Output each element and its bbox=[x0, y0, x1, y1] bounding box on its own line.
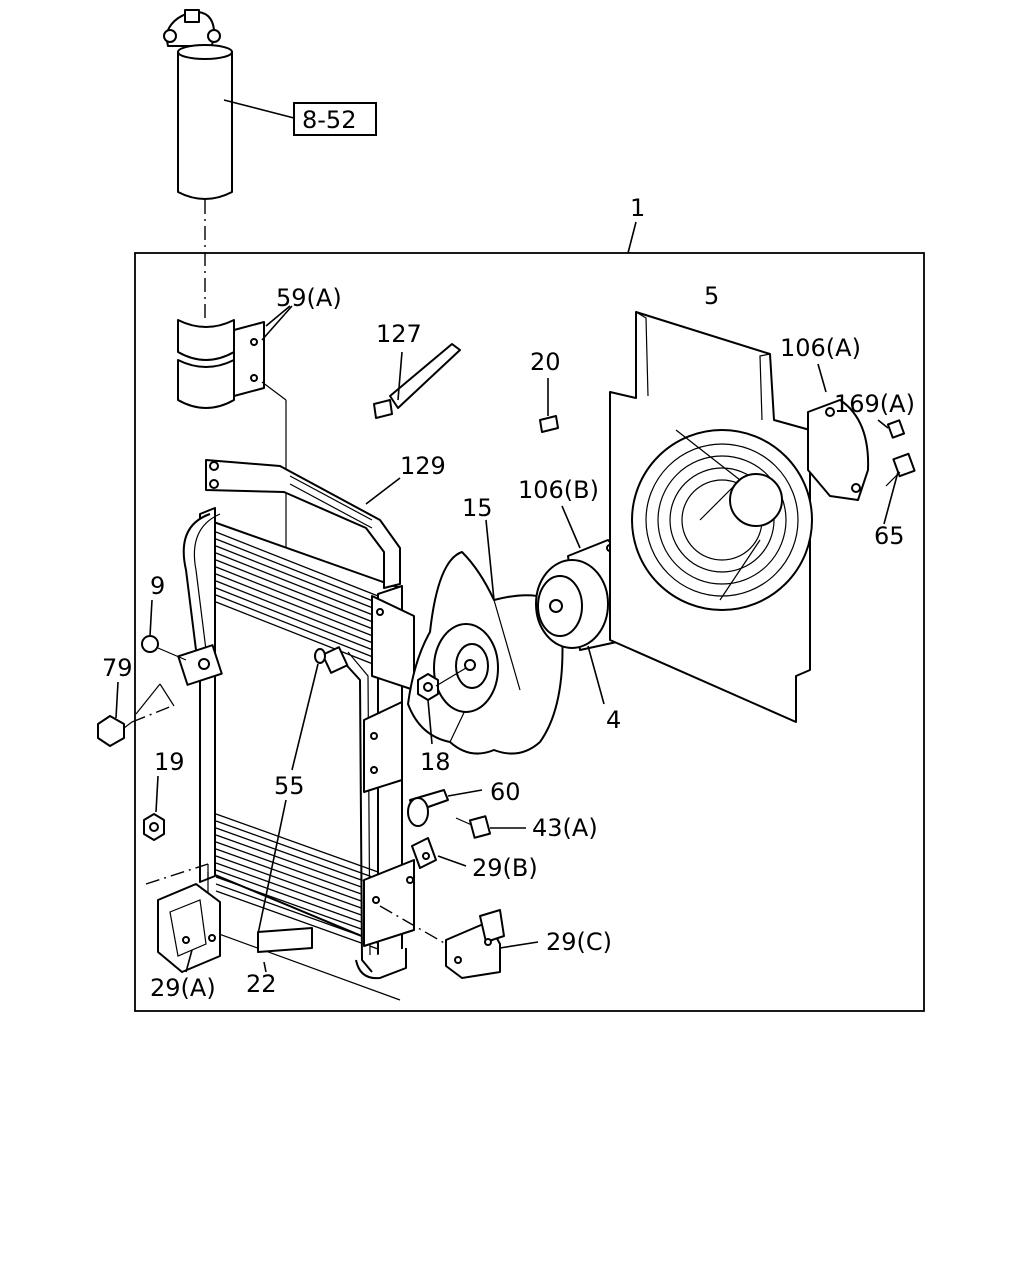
callout-29a: 29(A) bbox=[150, 974, 216, 1002]
clip-29c bbox=[445, 909, 505, 979]
callout-129: 129 bbox=[400, 452, 446, 480]
callout-55: 55 bbox=[274, 772, 305, 800]
side-brackets bbox=[363, 595, 415, 947]
callout-59a: 59(A) bbox=[276, 284, 342, 312]
callout-169a: 169(A) bbox=[834, 390, 915, 418]
receiver-drier bbox=[163, 9, 233, 200]
reference-box bbox=[293, 102, 377, 136]
upper-bracket bbox=[205, 459, 401, 589]
callout-60: 60 bbox=[490, 778, 521, 806]
fan-shroud bbox=[609, 311, 813, 723]
tie-strap bbox=[373, 343, 461, 419]
callout-18: 18 bbox=[420, 748, 451, 776]
ref-label-8-52: 8-52 bbox=[302, 106, 356, 134]
clip bbox=[539, 415, 559, 433]
assembly-frame bbox=[134, 252, 925, 1012]
callout-22: 22 bbox=[246, 970, 277, 998]
shroud-bracket bbox=[807, 399, 870, 501]
nut-19 bbox=[143, 813, 165, 841]
bolt bbox=[885, 452, 916, 487]
callout-5: 5 bbox=[704, 282, 719, 310]
fan bbox=[407, 551, 564, 755]
callout-106a: 106(A) bbox=[780, 334, 861, 362]
callout-106b: 106(B) bbox=[518, 476, 599, 504]
screw bbox=[886, 419, 906, 439]
drier-bracket bbox=[177, 319, 265, 409]
condenser bbox=[199, 507, 407, 1001]
bolt-43a bbox=[455, 815, 492, 839]
callout-29b: 29(B) bbox=[472, 854, 538, 882]
callout-9: 9 bbox=[150, 572, 165, 600]
callout-29c: 29(C) bbox=[546, 928, 612, 956]
callout-79: 79 bbox=[102, 654, 133, 682]
clip-29b bbox=[411, 837, 437, 869]
callout-20: 20 bbox=[530, 348, 561, 376]
callout-1: 1 bbox=[630, 194, 645, 222]
callout-43a: 43(A) bbox=[532, 814, 598, 842]
callout-15: 15 bbox=[462, 494, 493, 522]
nut bbox=[417, 673, 439, 701]
clamp-60 bbox=[407, 789, 449, 827]
callout-19: 19 bbox=[154, 748, 185, 776]
callout-127: 127 bbox=[376, 320, 422, 348]
bolt-79 bbox=[97, 705, 173, 747]
callout-65: 65 bbox=[874, 522, 905, 550]
lower-bracket-a bbox=[157, 883, 221, 973]
callout-4: 4 bbox=[606, 706, 621, 734]
